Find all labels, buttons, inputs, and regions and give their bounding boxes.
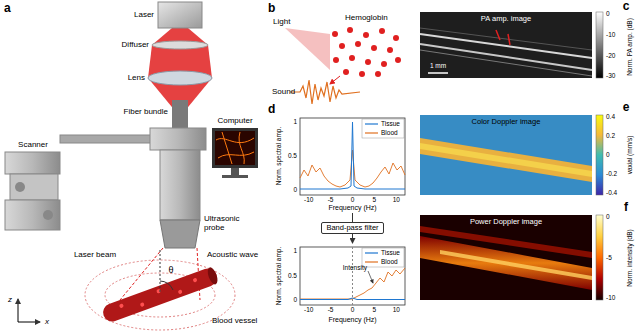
tick-label: 0 [293, 296, 297, 303]
part-label: Acoustic wave [207, 251, 258, 260]
axis-title: Frequency (Hz) [328, 316, 376, 324]
scale-bar-label: 1 mm [430, 62, 446, 69]
axis-label: z [8, 296, 12, 305]
tick-label: -10 [606, 294, 615, 301]
axis-title: Norm. spectral amp. [275, 247, 282, 306]
part-label: Sound [272, 88, 295, 97]
tick-label: 0 [606, 151, 610, 158]
panel-letter: b [268, 2, 275, 15]
part-label: Lens [128, 74, 145, 83]
part-label: Light [273, 18, 290, 27]
filter-box: Band-pass filter [321, 222, 383, 234]
panel-letter: f [624, 201, 628, 214]
axis-label: x [45, 318, 49, 327]
tick-label: -5 [328, 306, 334, 313]
tick-label: 10 [393, 306, 400, 313]
panel-letter: c [623, 0, 630, 13]
tick-label: 0.5 [288, 152, 297, 159]
part-label: Hemoglobin [345, 14, 388, 23]
part-label: Scanner [18, 141, 48, 150]
tick-label: -10 [304, 196, 313, 203]
part-label: Laser beam [74, 251, 116, 260]
image-title: PA amp. image [481, 15, 531, 23]
panel-letter: a [4, 2, 11, 15]
angle-label: θ [168, 266, 173, 276]
axis-title: Norm. spectral amp. [275, 127, 282, 186]
axis-title: vaxial (mm/s) [626, 136, 633, 175]
part-label: Computer [217, 117, 252, 126]
tick-label: -5 [328, 196, 334, 203]
tick-label: 0 [606, 213, 610, 220]
axis-title: Frequency (Hz) [328, 204, 376, 212]
tick-label: -0.4 [606, 189, 617, 196]
tick-label: 0 [351, 196, 355, 203]
part-label: Fiber bundle [124, 108, 168, 117]
legend-label: Tissue [381, 249, 400, 256]
panel-letter: e [623, 101, 630, 114]
image-title: Power Doppler image [470, 218, 542, 226]
part-label: Diffuser [122, 41, 149, 50]
box-label: Band-pass filter [326, 224, 378, 232]
tick-label: 0.2 [606, 132, 615, 139]
tick-label: -10 [304, 306, 313, 313]
part-label: Ultrasonic probe [204, 215, 252, 233]
legend-label: Tissue [381, 120, 400, 127]
tick-label: -30 [606, 72, 615, 79]
part-label: Blood vessel [212, 317, 257, 326]
image-title: Color Doppler image [472, 118, 541, 126]
axis-title: Norm. PA amp. (dB) [626, 18, 633, 76]
tick-label: 1 [293, 247, 297, 254]
legend-label: Blood [381, 258, 398, 265]
axis-title: Norm. intensity (dB) [626, 229, 633, 286]
tick-label: -10 [606, 31, 615, 38]
tick-label: 5 [373, 196, 377, 203]
tick-label: 0.5 [288, 272, 297, 279]
tick-label: -5 [606, 254, 612, 261]
part-label: Laser [134, 11, 154, 20]
tick-label: -0.2 [606, 170, 617, 177]
tick-label: 1 [293, 118, 297, 125]
tick-label: -20 [606, 52, 615, 59]
tick-label: 0 [606, 10, 610, 17]
tick-label: 0.4 [606, 113, 615, 120]
panel-letter: d [268, 103, 275, 116]
legend-label: Blood [381, 129, 398, 136]
annotation: Intensity [343, 264, 367, 271]
tick-label: 5 [373, 306, 377, 313]
tick-label: 0 [351, 306, 355, 313]
tick-label: 10 [393, 196, 400, 203]
tick-label: 0 [293, 186, 297, 193]
